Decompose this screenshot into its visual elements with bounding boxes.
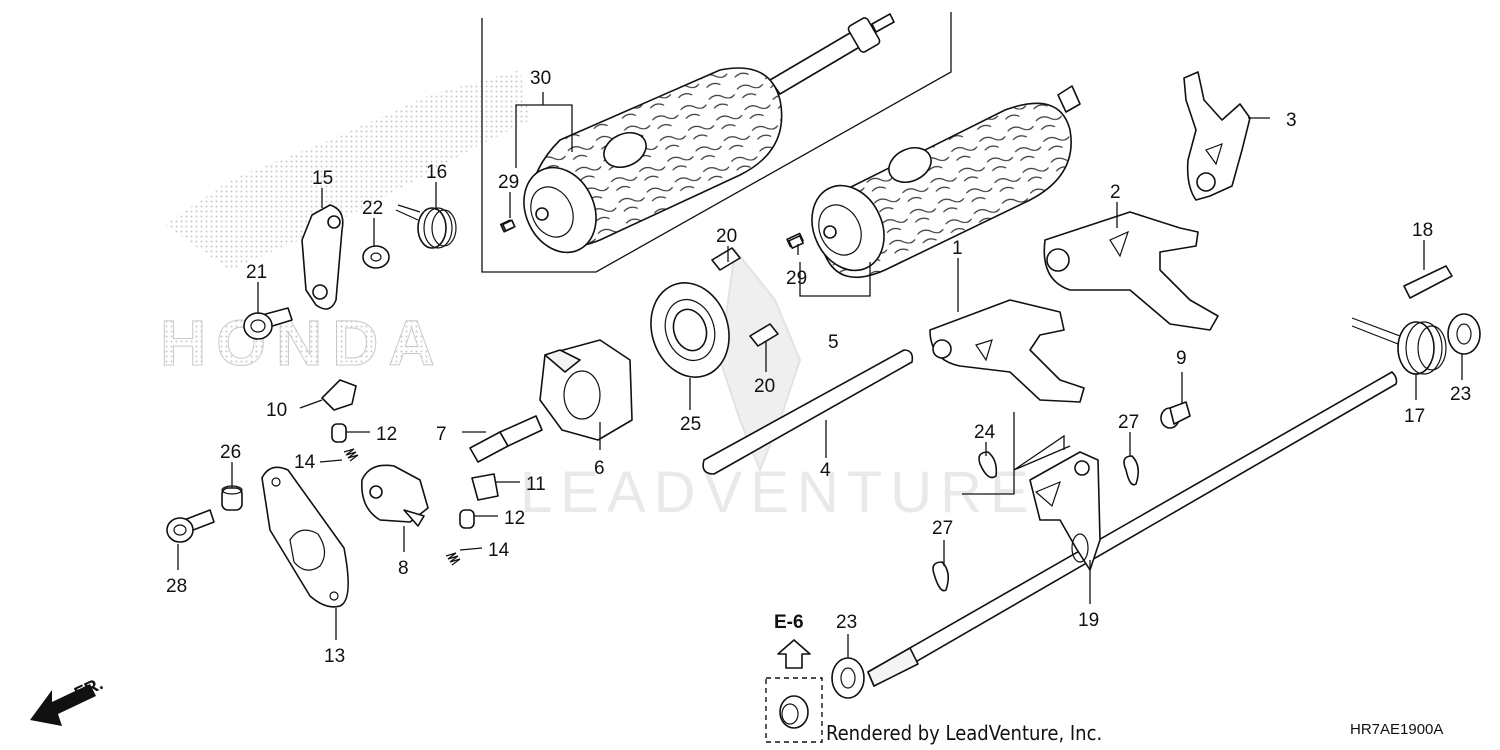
reference-inset — [765, 639, 823, 743]
exploded-view-outline — [481, 12, 952, 273]
callout-10[interactable]: 10 — [266, 400, 287, 421]
callout-12-lower[interactable]: 12 — [504, 508, 525, 529]
callout-23-left[interactable]: 23 — [836, 612, 857, 633]
callout-25[interactable]: 25 — [680, 414, 701, 435]
callout-20-lower[interactable]: 20 — [754, 376, 775, 397]
callout-18[interactable]: 18 — [1412, 220, 1433, 241]
callout-6[interactable]: 6 — [594, 458, 605, 479]
brand-watermark: HONDA — [160, 70, 530, 380]
callout-27-upper[interactable]: 27 — [1118, 412, 1139, 433]
callout-15[interactable]: 15 — [312, 168, 333, 189]
part-labels: 30 29 15 16 22 21 20 29 5 20 25 6 4 3 2 … — [166, 68, 1471, 667]
stopper-arm-10 — [321, 379, 357, 411]
clip-24 — [978, 451, 998, 479]
callout-28[interactable]: 28 — [166, 576, 187, 597]
return-spring-17 — [1351, 317, 1447, 375]
callout-3[interactable]: 3 — [1286, 110, 1297, 131]
vendor-watermark: LEADVENTURE — [520, 247, 1037, 525]
stopper-plate-13 — [261, 466, 349, 608]
bolt-9 — [1160, 401, 1191, 429]
pin-11 — [471, 473, 499, 501]
pin-29-upper — [501, 219, 516, 232]
callout-19[interactable]: 19 — [1078, 610, 1099, 631]
callout-23-right[interactable]: 23 — [1450, 384, 1471, 405]
spring-16 — [395, 204, 457, 249]
callout-8[interactable]: 8 — [398, 558, 409, 579]
shift-fork-3 — [1183, 71, 1251, 201]
callout-22[interactable]: 22 — [362, 198, 383, 219]
nut-22 — [362, 245, 390, 269]
washer-23-right — [1447, 313, 1481, 355]
clip-27-upper — [1123, 455, 1140, 486]
callout-11[interactable]: 11 — [526, 474, 546, 495]
pin-12-lower — [459, 509, 475, 529]
callout-9[interactable]: 9 — [1176, 348, 1187, 369]
callout-7[interactable]: 7 — [436, 424, 447, 445]
callout-1[interactable]: 1 — [952, 238, 963, 259]
callout-17[interactable]: 17 — [1404, 406, 1425, 427]
reference-arrow-icon — [777, 639, 811, 669]
callout-5[interactable]: 5 — [828, 332, 839, 353]
spring-14-upper — [343, 448, 359, 462]
clip-27-lower — [932, 561, 950, 592]
shift-drum-5 — [786, 85, 1081, 279]
pin-18 — [1403, 265, 1453, 299]
callout-24[interactable]: 24 — [974, 422, 996, 443]
front-direction-arrow-icon — [30, 684, 96, 726]
pin-12-upper — [331, 423, 347, 443]
drum-center-6 — [539, 339, 633, 441]
shift-fork-1 — [929, 299, 1085, 403]
callout-29-upper[interactable]: 29 — [498, 172, 519, 193]
diagram-code: HR7AE1900A — [1350, 721, 1443, 738]
leader-lines — [177, 92, 1463, 658]
gearshift-spindle-19 — [867, 371, 1398, 687]
bolt-28 — [166, 509, 215, 543]
callout-27-lower[interactable]: 27 — [932, 518, 953, 539]
washer-23-left — [831, 657, 865, 699]
callout-12-upper[interactable]: 12 — [376, 424, 397, 445]
bearing-25 — [650, 282, 730, 378]
callout-13[interactable]: 13 — [324, 646, 345, 667]
callout-14-lower[interactable]: 14 — [488, 540, 510, 561]
vendor-watermark-text: LEADVENTURE — [520, 460, 1037, 525]
callout-4[interactable]: 4 — [820, 460, 831, 481]
callout-14-upper[interactable]: 14 — [294, 452, 316, 473]
shift-drum-30 — [499, 13, 895, 254]
segment-8 — [361, 464, 429, 527]
brand-watermark-text: HONDA — [160, 307, 445, 379]
callout-2[interactable]: 2 — [1110, 182, 1121, 203]
collar-26 — [221, 485, 243, 511]
callout-26[interactable]: 26 — [220, 442, 241, 463]
footer-credit: Rendered by LeadVenture, Inc. — [826, 721, 1102, 745]
stopper-plate-15 — [301, 204, 344, 310]
callout-16[interactable]: 16 — [426, 162, 447, 183]
reference-label[interactable]: E-6 — [774, 612, 804, 633]
bolt-20-lower — [749, 323, 779, 347]
callout-20-upper[interactable]: 20 — [716, 226, 737, 247]
callout-29-lower[interactable]: 29 — [786, 268, 807, 289]
fork-shaft-4 — [702, 349, 914, 475]
spring-14-lower — [445, 552, 461, 566]
callout-30[interactable]: 30 — [530, 68, 551, 89]
shift-fork-2 — [1043, 211, 1219, 331]
pin-bolt-7 — [469, 415, 543, 463]
callout-21[interactable]: 21 — [246, 262, 267, 283]
bolt-20-upper — [711, 247, 741, 271]
